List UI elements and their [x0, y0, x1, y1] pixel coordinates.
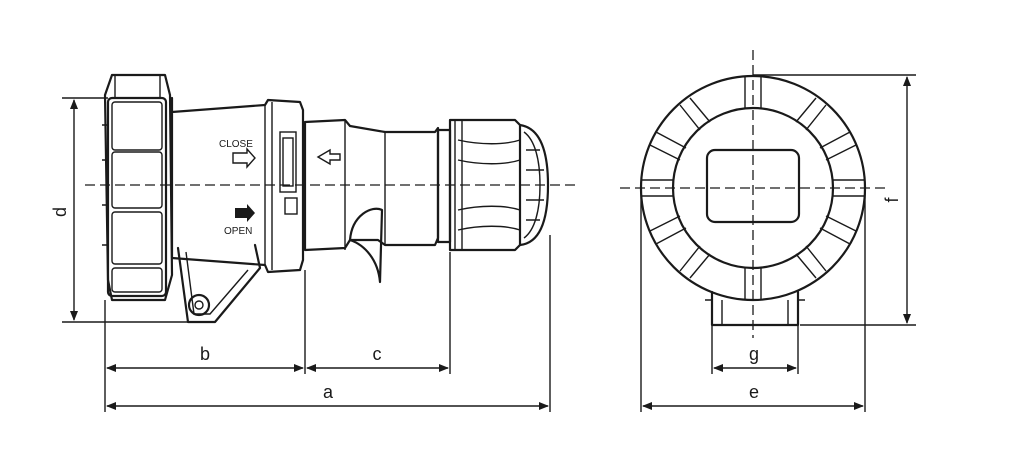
inlet-arrow-icon — [316, 148, 341, 166]
middle-section — [303, 118, 440, 284]
dim-e-label: e — [749, 382, 759, 402]
dim-b-label: b — [200, 344, 210, 364]
cable-gland — [436, 118, 550, 252]
dim-a-label: a — [323, 382, 334, 402]
front-view — [620, 50, 888, 338]
dimension-lines: d b c a g e f — [50, 74, 916, 412]
close-arrow-icon — [232, 147, 256, 169]
dim-g-label: g — [749, 344, 759, 364]
dim-c-label: c — [373, 344, 382, 364]
lock-ring — [102, 73, 174, 302]
dim-f-label: f — [882, 197, 902, 203]
open-label: OPEN — [224, 226, 252, 237]
open-arrow-icon — [235, 204, 255, 222]
hinged-lid — [176, 243, 262, 324]
side-view: CLOSE OPEN — [85, 73, 575, 324]
front-ribs — [641, 76, 865, 300]
dim-d-label: d — [50, 207, 70, 217]
close-label: CLOSE — [219, 139, 253, 150]
